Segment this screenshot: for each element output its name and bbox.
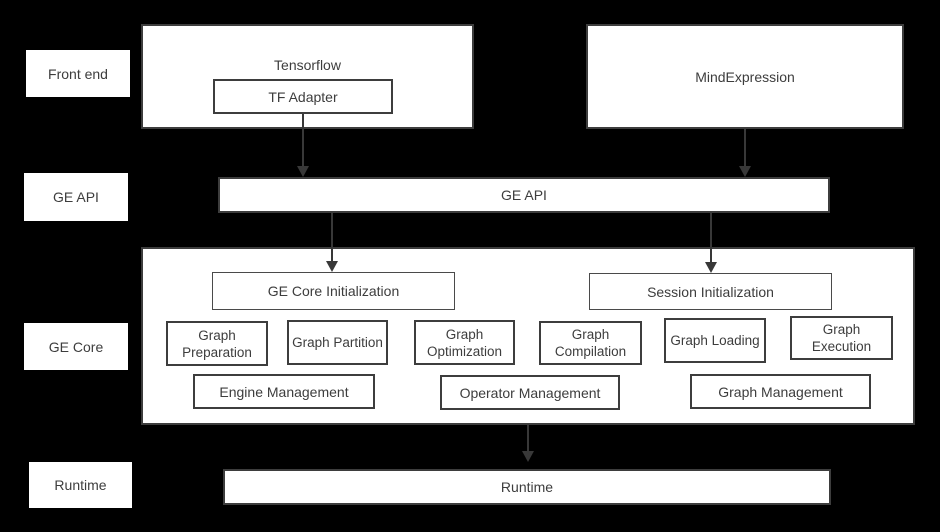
graph-management-box: Graph Management xyxy=(690,374,871,409)
graph-partition-box: Graph Partition xyxy=(287,320,388,365)
arrow-ge-api-to-ge-core-initialization xyxy=(326,213,338,272)
arrow-tf-adapter-to-ge-api xyxy=(297,114,309,177)
arrowhead-down-icon xyxy=(522,451,534,462)
tf-adapter-box: TF Adapter xyxy=(213,79,393,114)
engine-management-box: Engine Management xyxy=(193,374,375,409)
ge-core-box: GE Core Initialization Session Initializ… xyxy=(141,247,915,425)
layer-label-ge-core: GE Core xyxy=(24,323,128,370)
arrow-ge-api-to-session-initialization xyxy=(705,213,717,273)
graph-loading-box: Graph Loading xyxy=(664,318,766,363)
layer-label-runtime: Runtime xyxy=(29,462,132,508)
arrowhead-down-icon xyxy=(326,261,338,272)
layer-label-front-end: Front end xyxy=(26,50,130,97)
graph-compilation-box: Graph Compilation xyxy=(539,321,642,365)
ge-core-initialization-box: GE Core Initialization xyxy=(212,272,455,310)
graph-execution-box: Graph Execution xyxy=(790,316,893,360)
session-initialization-box: Session Initialization xyxy=(589,273,832,310)
arrow-ge-core-to-runtime xyxy=(522,425,534,462)
tensorflow-title: Tensorflow xyxy=(274,57,341,73)
graph-preparation-box: Graph Preparation xyxy=(166,321,268,366)
graph-optimization-box: Graph Optimization xyxy=(414,320,515,365)
mindexpression-box: MindExpression xyxy=(586,24,904,129)
arrowhead-down-icon xyxy=(297,166,309,177)
arrowhead-down-icon xyxy=(739,166,751,177)
arrowhead-down-icon xyxy=(705,262,717,273)
runtime-bar: Runtime xyxy=(223,469,831,505)
ge-api-bar: GE API xyxy=(218,177,830,213)
layer-label-ge-api: GE API xyxy=(24,173,128,221)
operator-management-box: Operator Management xyxy=(440,375,620,410)
tensorflow-box: Tensorflow TF Adapter xyxy=(141,24,474,129)
arrow-mindexpression-to-ge-api xyxy=(739,129,751,177)
